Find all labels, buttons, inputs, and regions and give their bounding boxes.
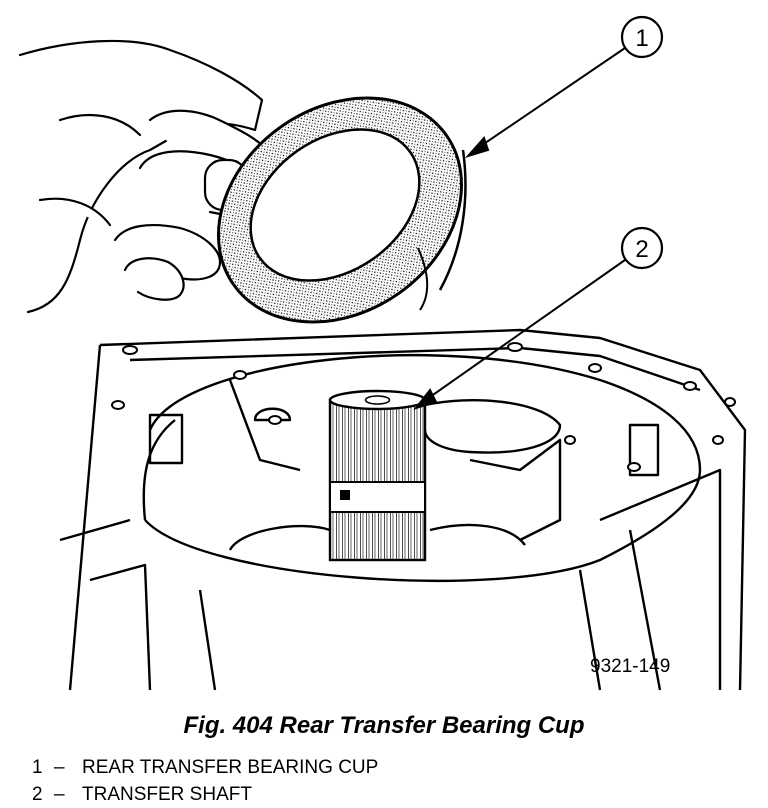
callout-2-number: 2 — [635, 236, 648, 263]
legend-number: 1 — [32, 757, 43, 778]
transmission-case — [59, 328, 747, 691]
bolt-holes — [111, 342, 736, 472]
legend-separator: – — [54, 784, 65, 805]
callout-2: 2 — [620, 226, 664, 270]
legend-separator: – — [54, 757, 65, 778]
figure-caption: Fig. 404 Rear Transfer Bearing Cup — [183, 712, 585, 739]
transfer-shaft — [328, 389, 427, 562]
figure-code: 9321-149 — [590, 656, 670, 677]
legend-label: REAR TRANSFER BEARING CUP — [82, 757, 379, 778]
legend-item: 2–TRANSFER SHAFT — [32, 781, 378, 808]
legend: 1–REAR TRANSFER BEARING CUP 2–TRANSFER S… — [32, 754, 378, 808]
bearing-cup-illustration: 1 2 9321-149 — [18, 15, 747, 691]
legend-label: TRANSFER SHAFT — [82, 784, 252, 805]
legend-number: 2 — [32, 784, 43, 805]
callout-1: 1 — [620, 15, 664, 59]
legend-item: 1–REAR TRANSFER BEARING CUP — [32, 754, 378, 781]
bearing-cup — [216, 96, 467, 324]
callout-1-number: 1 — [635, 25, 648, 52]
leader-lines — [413, 47, 626, 410]
